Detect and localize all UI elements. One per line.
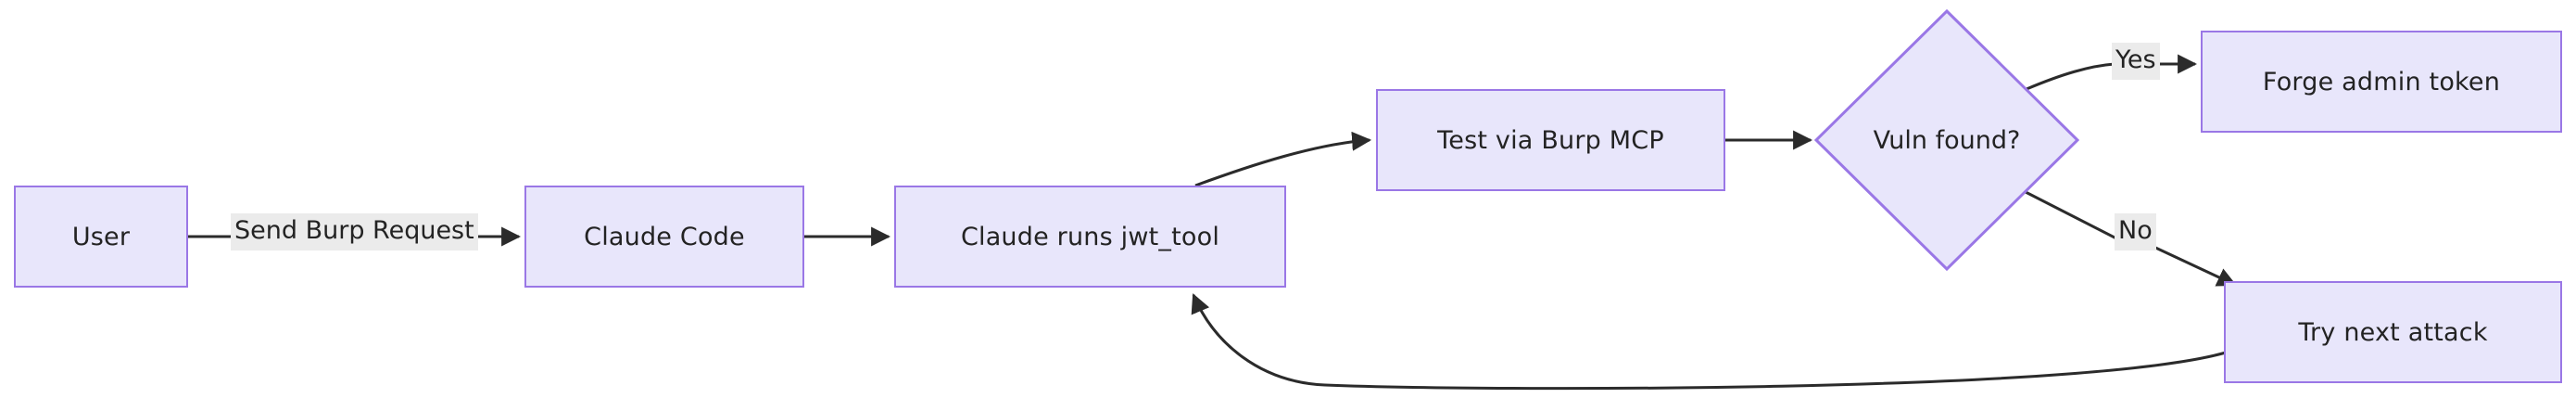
node-test-via-burp-mcp-label: Test via Burp MCP [1437,125,1664,155]
node-vuln-found-label: Vuln found? [1873,125,2021,155]
edge-jwt-to-burp [1194,131,1372,187]
node-forge-admin-token[interactable]: Forge admin token [2201,31,2562,133]
node-claude-runs-jwt-tool-label: Claude runs jwt_tool [960,222,1220,251]
node-user[interactable]: User [14,186,188,288]
edge-label-send-burp-request: Send Burp Request [231,213,478,250]
node-forge-admin-token-label: Forge admin token [2262,67,2501,96]
node-user-label: User [71,222,131,251]
edge-label-no: No [2115,213,2156,250]
node-test-via-burp-mcp[interactable]: Test via Burp MCP [1376,89,1725,191]
diamond-shape [1814,9,2079,271]
node-claude-code[interactable]: Claude Code [524,186,804,288]
node-try-next-attack[interactable]: Try next attack [2224,281,2562,383]
edge-vuln-to-forge [2026,62,2115,91]
edge-vuln-to-retry [2025,190,2117,240]
node-vuln-found[interactable]: Vuln found? [1814,9,2079,271]
node-claude-runs-jwt-tool[interactable]: Claude runs jwt_tool [894,186,1286,288]
node-claude-code-label: Claude Code [584,222,745,251]
edge-vuln-to-retry-tail [2151,244,2237,287]
edge-retry-to-jwt [1191,293,2227,391]
edge-label-yes: Yes [2112,43,2160,80]
node-try-next-attack-label: Try next attack [2298,317,2488,347]
